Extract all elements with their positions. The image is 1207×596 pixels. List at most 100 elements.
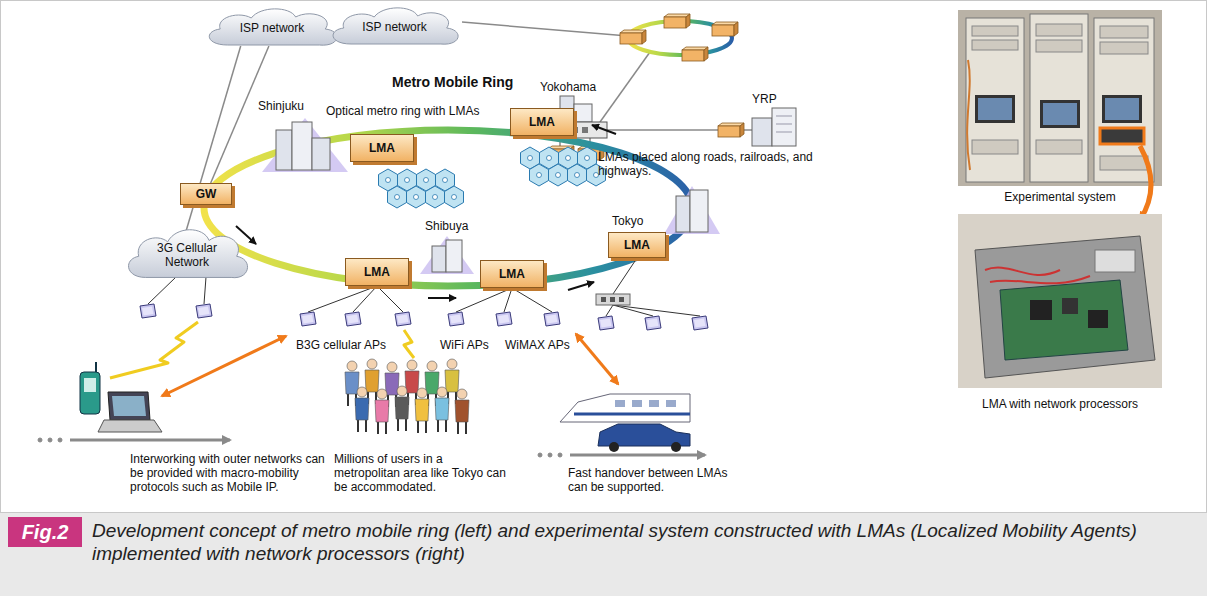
ap-type-label: WiFi APs [440,338,489,352]
tokyo-building [664,186,720,234]
photo-label: LMA with network processors [958,397,1162,411]
caption-band [0,513,1207,596]
cloud-outline [209,9,337,45]
figure-caption: Development concept of metro mobile ring… [92,519,1197,565]
cellular-cloud: 3G Cellular Network [118,222,256,288]
car [609,442,619,452]
access-link [377,286,403,312]
lma-board-photo [1095,250,1135,272]
access-point [140,304,156,318]
lma-box: LMA [510,108,574,136]
experimental-system-photo [967,60,970,170]
experimental-system-photo [1030,14,1088,182]
access-link [606,305,613,316]
mobile-phone [84,378,96,392]
experimental-system-photo [1102,95,1142,123]
crowd [445,359,459,404]
crowd [375,389,389,434]
node-text: LMA [624,238,650,252]
access-link [613,258,637,294]
bullet-train [666,400,676,407]
small-optical-ring [664,14,690,28]
access-point [645,316,661,330]
node-text: LMA [499,267,525,281]
crowd [455,389,469,434]
bullet-train [560,394,690,422]
city-name: Shibuya [425,219,468,233]
city-name: Yokohama [540,80,596,94]
tokyo-building [676,196,690,232]
small-optical-ring [620,30,646,44]
node-text: GW [196,187,217,201]
shibuya-building [420,236,474,274]
yrp-building [772,108,796,146]
lma-board-photo [975,236,1155,378]
handover-arrow [162,336,286,396]
experimental-system-photo [972,26,1018,36]
lma-box: LMA [608,232,666,258]
experimental-system-photo [1036,140,1082,154]
cell-cluster [568,164,587,186]
movement-arrow [538,453,542,457]
wireless-link [404,330,414,358]
wan-links [462,22,628,36]
access-point [300,312,316,326]
access-point [140,304,708,330]
connector-line [211,46,269,183]
ap-type-label: WiMAX APs [505,338,570,352]
node-text: 3G Cellular Network [142,241,232,269]
laptop [98,420,162,432]
movement-arrow [70,439,230,442]
access-point [692,316,708,330]
small-optical-ring [620,14,738,61]
crowd [355,387,369,432]
access-point [598,316,614,330]
ring-title: Metro Mobile Ring [392,74,513,91]
crowd [345,359,469,434]
node-text: ISP network [362,20,426,34]
crowd [415,388,429,433]
shinjuku-building [292,122,312,170]
switch-icon [610,297,615,302]
crowd [395,386,409,431]
experimental-system-photo [1105,98,1139,120]
lma-box: LMA [345,258,409,286]
laptop [112,396,146,416]
bullet-train [649,400,659,407]
yrp-building [776,132,792,133]
yrp-building [752,108,796,146]
access-point [196,304,212,318]
lma-board-photo [1062,298,1078,314]
experimental-system-photo [1036,24,1082,36]
lma-board-photo [958,214,1162,388]
cell-cluster [530,164,549,186]
feature-note: Interworking with outer networks can be … [130,452,325,494]
mobile-phone [80,372,100,414]
small-optical-ring [682,47,708,61]
movement-arrow [38,438,42,442]
ring-direction-arrow [568,282,594,290]
experimental-system-photo [1100,42,1148,54]
access-point [496,312,512,326]
access-link [456,288,512,312]
experimental-system-photo [975,95,1015,123]
feature-note: Millions of users in a metropolitan area… [334,452,509,494]
yrp-building [776,124,792,125]
access-point [544,312,560,326]
cloud-outline [129,230,248,278]
lma-board-photo [985,268,1090,284]
lma-board-photo [1000,280,1128,360]
car [671,442,681,452]
movement-arrow [58,438,62,442]
experimental-system-photo [972,140,1018,154]
node-text: LMA [529,115,555,129]
experimental-system-photo [1100,26,1148,38]
lma-box: LMA [480,260,544,288]
laptop [98,392,162,432]
figure-number: Fig.2 [8,517,82,547]
node-text: LMA [364,265,390,279]
switch-icon [596,294,630,305]
experimental-system-photo [958,10,1162,186]
ring-direction-arrow [428,297,456,299]
